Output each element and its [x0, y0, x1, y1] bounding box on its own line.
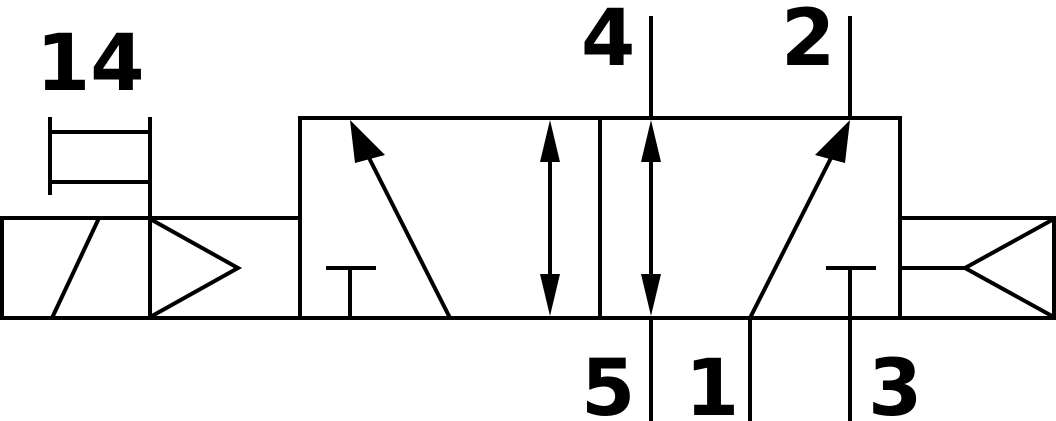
flow-arrow-head [815, 120, 850, 163]
flow-arrow-head [641, 274, 661, 316]
flow-arrow-head [540, 120, 560, 162]
manual-override-symbol [48, 117, 152, 218]
valve-position-right [641, 120, 876, 319]
port-label-14: 14 [36, 19, 145, 109]
port-label-1: 1 [685, 344, 739, 421]
valve-position-left [326, 120, 560, 319]
solenoid-actuator [0, 216, 152, 320]
flow-arrow-head [350, 120, 385, 163]
port-label-3: 3 [868, 344, 922, 421]
port-label-5: 5 [581, 344, 635, 421]
valve-body [298, 116, 902, 320]
port-lines [649, 16, 852, 421]
flow-arrow-head [641, 120, 661, 162]
flow-arrow-head [540, 274, 560, 316]
return-actuator-right [898, 216, 1056, 320]
pilot-triangle-left [148, 216, 302, 320]
port-label-2: 2 [781, 0, 835, 84]
port-label-4: 4 [581, 0, 635, 84]
